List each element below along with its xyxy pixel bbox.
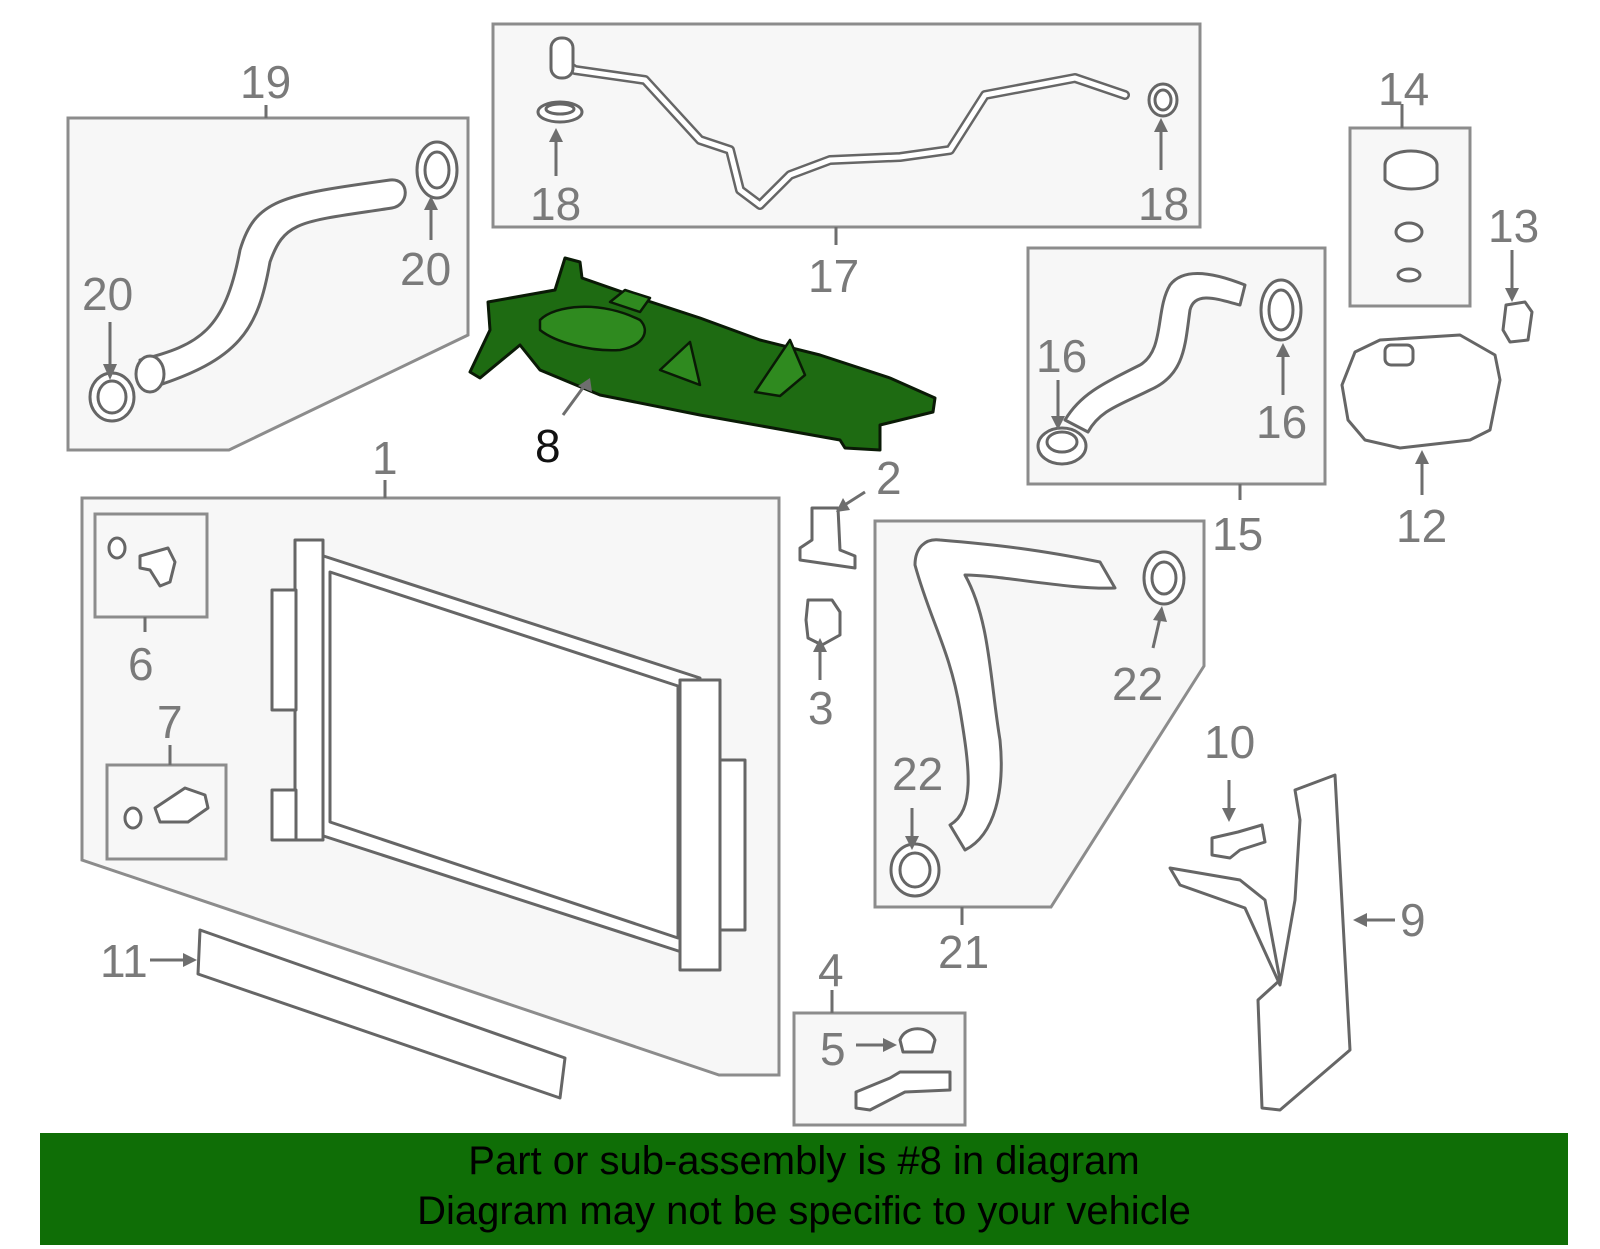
clamp-22-bottom	[889, 842, 941, 898]
coolant-tube-inner	[557, 57, 1128, 208]
group-box-17	[491, 22, 1202, 229]
lower-radiator-hose	[913, 538, 1117, 852]
callout-17: 17	[808, 250, 859, 302]
clamp-18-right	[1147, 82, 1179, 118]
drain-plug-6	[107, 536, 177, 588]
reservoir-cap-14	[1383, 149, 1439, 283]
clamp-16-right	[1259, 278, 1303, 342]
push-pin-10	[1210, 823, 1267, 860]
callout-12: 12	[1396, 500, 1447, 552]
hose-end	[134, 354, 166, 394]
radiator	[270, 538, 747, 972]
callout-20-right: 20	[400, 243, 451, 295]
clamp-22-top	[1142, 550, 1186, 606]
bracket-4	[854, 1027, 952, 1112]
tube-elbow	[549, 36, 575, 80]
insulator-3	[804, 598, 842, 647]
callout-7: 7	[157, 696, 183, 748]
banner-line-1: Part or sub-assembly is #8 in diagram	[468, 1139, 1140, 1183]
callout-13: 13	[1488, 200, 1539, 252]
callout-19: 19	[240, 56, 291, 108]
callout-21: 21	[938, 926, 989, 978]
clamp-18-left	[536, 100, 584, 124]
callout-10: 10	[1204, 716, 1255, 768]
callout-1: 1	[372, 432, 398, 484]
clamp-20-left	[88, 371, 136, 423]
callout-5: 5	[820, 1023, 846, 1075]
surge-tank-12	[1340, 333, 1502, 450]
callout-4: 4	[818, 944, 844, 996]
callout-3: 3	[808, 682, 834, 734]
heater-hose	[1063, 271, 1247, 434]
air-baffle-part-8	[468, 256, 937, 452]
seal-strip-11	[196, 928, 567, 1100]
callout-15: 15	[1212, 508, 1263, 560]
clamp-20-right	[415, 140, 459, 200]
callout-14: 14	[1378, 63, 1429, 115]
drain-valve-7	[123, 786, 210, 830]
callout-22-top: 22	[1112, 658, 1163, 710]
callout-18-right: 18	[1138, 178, 1189, 230]
callout-6: 6	[128, 638, 154, 690]
bracket-2	[798, 506, 857, 570]
callout-8: 8	[535, 420, 561, 472]
callout-16-right: 16	[1256, 396, 1307, 448]
callout-16-left: 16	[1036, 330, 1087, 382]
callout-20-left: 20	[82, 268, 133, 320]
air-deflector-9	[1168, 773, 1352, 1112]
upper-radiator-hose	[138, 178, 407, 390]
callout-11: 11	[100, 935, 148, 987]
clamp-16-left	[1036, 426, 1088, 466]
callout-22-bottom: 22	[892, 748, 943, 800]
sensor-13	[1501, 300, 1534, 344]
info-banner: Part or sub-assembly is #8 in diagram Di…	[40, 1133, 1568, 1245]
leader-lines	[103, 104, 1519, 1052]
callout-18-left: 18	[530, 178, 581, 230]
banner-line-2: Diagram may not be specific to your vehi…	[417, 1189, 1191, 1233]
callout-2: 2	[876, 452, 902, 504]
callout-9: 9	[1400, 894, 1426, 946]
